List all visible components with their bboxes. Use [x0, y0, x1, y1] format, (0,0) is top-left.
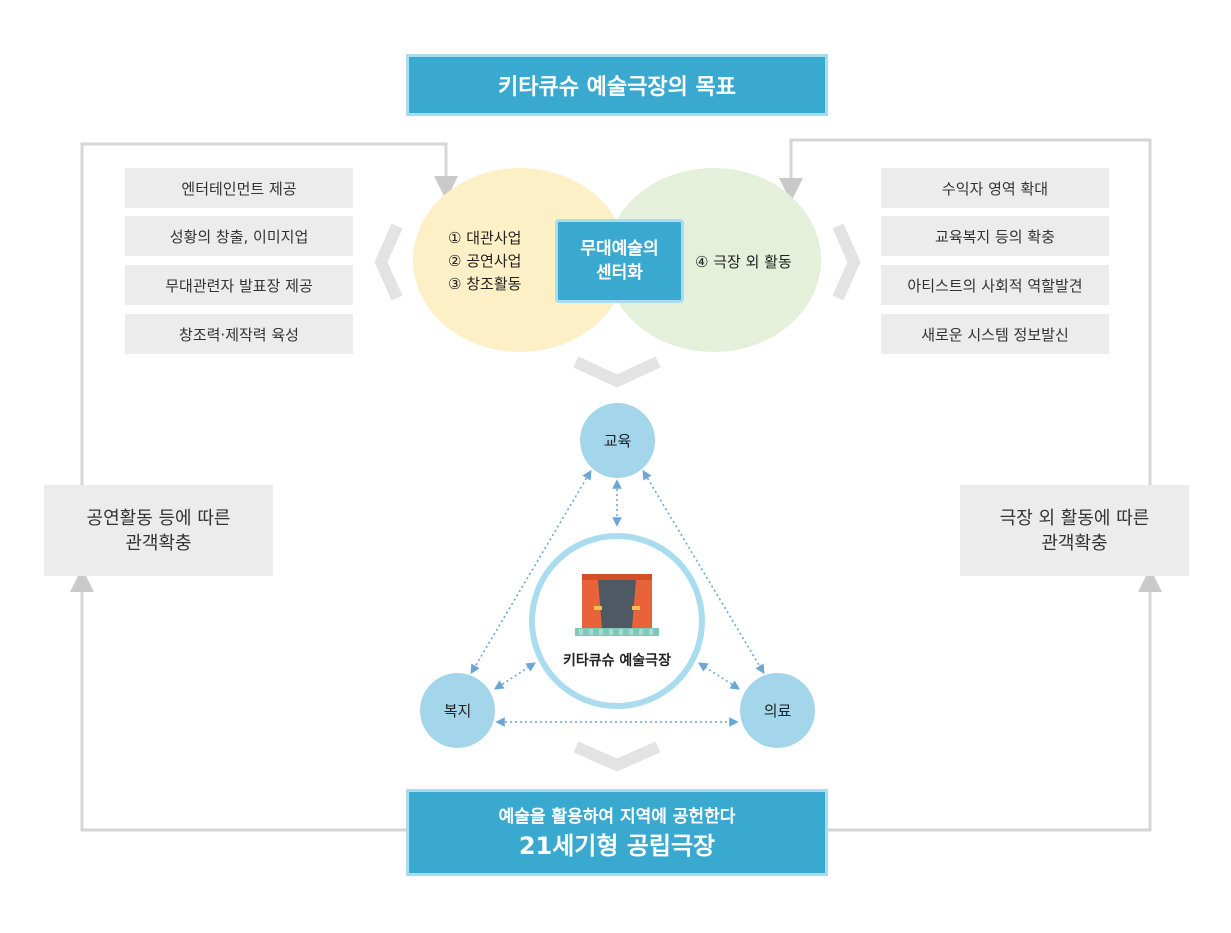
node-label: 교육 — [603, 432, 632, 450]
right-list-item: 새로운 시스템 정보발신 — [881, 314, 1109, 354]
venn-left-text: ① 대관사업 ② 공연사업 ③ 창조활동 — [448, 227, 521, 296]
down-chevron-icon-2 — [573, 741, 661, 772]
node-label: 의료 — [763, 702, 792, 720]
arrow-welfare-theater — [493, 662, 537, 690]
side-box-line: 관객확충 — [125, 532, 192, 554]
right-list-item-label: 교육복지 등의 확충 — [935, 227, 1055, 246]
right-list-item: 아티스트의 사회적 역할발견 — [881, 265, 1109, 305]
node-education: 교육 — [580, 403, 655, 478]
right-list-item-label: 아티스트의 사회적 역할발견 — [907, 276, 1083, 295]
arrow-medical-theater — [697, 662, 741, 690]
right-audience-box: 극장 외 활동에 따른 관객확충 — [960, 485, 1189, 576]
left-list-item-label: 창조력·제작력 육성 — [179, 325, 299, 344]
theater-stage-icon — [575, 574, 659, 636]
side-box-line: 관객확충 — [1041, 532, 1108, 554]
goal-line-1: 예술을 활용하여 지역에 공헌한다 — [498, 806, 736, 827]
venn-line: ③ 창조활동 — [448, 275, 522, 293]
right-chevron-icon — [832, 223, 861, 301]
right-list-item: 교육복지 등의 확충 — [881, 216, 1109, 256]
goal-box: 예술을 활용하여 지역에 공헌한다 21세기형 공립극장 — [406, 789, 828, 876]
venn-line: ② 공연사업 — [448, 252, 522, 270]
goal-line-2: 21세기형 공립극장 — [518, 831, 716, 860]
right-loop-line-top — [779, 138, 1152, 485]
node-medical: 의료 — [740, 673, 815, 748]
left-loop-line-top — [80, 142, 458, 485]
down-chevron-icon-1 — [573, 356, 661, 388]
left-list-item: 성황의 창출, 이미지업 — [125, 216, 353, 256]
left-audience-box: 공연활동 등에 따른 관객확충 — [44, 485, 273, 576]
left-loop-line-bottom — [70, 568, 406, 832]
theater-label: 키타큐슈 예술극장 — [563, 653, 671, 669]
center-line: 센터화 — [596, 263, 643, 283]
left-list-item: 엔터테인먼트 제공 — [125, 168, 353, 208]
left-list-item: 창조력·제작력 육성 — [125, 314, 353, 354]
center-line: 무대예술의 — [580, 239, 659, 259]
right-list-item: 수익자 영역 확대 — [881, 168, 1109, 208]
arrow-edu-medical — [642, 469, 765, 675]
right-loop-line-bottom — [828, 568, 1162, 832]
node-label: 복지 — [443, 702, 472, 720]
left-list-item: 무대관련자 발표장 제공 — [125, 265, 353, 305]
venn-center-box: 무대예술의 센터화 — [555, 219, 684, 303]
side-box-line: 극장 외 활동에 따른 — [999, 507, 1150, 529]
side-box-line: 공연활동 등에 따른 — [86, 507, 231, 529]
left-chevron-icon — [374, 223, 403, 301]
right-list-item-label: 수익자 영역 확대 — [941, 179, 1049, 198]
node-welfare: 복지 — [420, 673, 495, 748]
venn-line: ① 대관사업 — [448, 229, 522, 247]
left-list-item-label: 무대관련자 발표장 제공 — [165, 276, 313, 295]
right-list-item-label: 새로운 시스템 정보발신 — [921, 325, 1069, 344]
page-title: 키타큐슈 예술극장의 목표 — [406, 54, 828, 116]
left-list-item-label: 엔터테인먼트 제공 — [181, 179, 297, 198]
left-list-item-label: 성황의 창출, 이미지업 — [169, 227, 309, 246]
venn-right-text: ④ 극장 외 활동 — [695, 253, 792, 271]
page-title-text: 키타큐슈 예술극장의 목표 — [498, 75, 736, 100]
